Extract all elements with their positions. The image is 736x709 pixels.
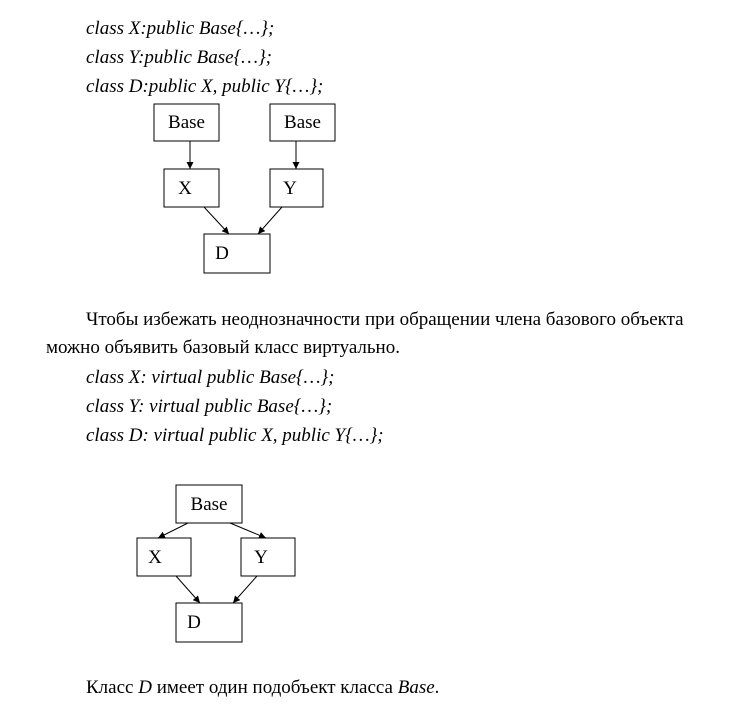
diagram1-edge-x-d: [203, 206, 230, 235]
closing-middle: имеет один подобъект класса: [151, 677, 398, 698]
diagram2-label-base: Base: [191, 494, 228, 515]
diagram2-node-y: Y: [240, 537, 296, 577]
diagram2-label-d: D: [187, 612, 201, 633]
diagram1-label-y: Y: [283, 178, 297, 199]
diagram2-node-x: X: [136, 537, 192, 577]
code2-line-1: class X: virtual public Base{…};: [86, 367, 335, 388]
diagram1-node-base-left: Base: [153, 103, 220, 142]
diagram1-label-d: D: [215, 243, 229, 264]
code-line-1: class X:public Base{…};: [86, 18, 275, 39]
diagram1-node-d: D: [203, 233, 271, 274]
code2-line-3: class D: virtual public X, public Y{…};: [86, 425, 384, 446]
diagram1-label-x: X: [178, 178, 192, 199]
diagram2-edge-base-y: [229, 522, 267, 539]
closing-sentence: Класс D имеет один подобъект класса Base…: [86, 677, 439, 699]
paragraph-line-1: Чтобы избежать неоднозначности при обращ…: [86, 309, 684, 330]
diagram1-label-base-right: Base: [284, 112, 321, 133]
diagram2-edge-base-x: [157, 522, 189, 539]
closing-class-base: Base: [397, 677, 435, 698]
code-line-2: class Y:public Base{…};: [86, 47, 273, 68]
diagram2-label-y: Y: [254, 547, 268, 568]
closing-class-d: D: [138, 677, 152, 698]
diagram2-label-x: X: [148, 547, 162, 568]
diagram2-node-base: Base: [175, 484, 243, 524]
code-line-3: class D:public X, public Y{…};: [86, 76, 324, 97]
diagram1-edge-y-d: [257, 206, 283, 235]
diagram1-label-base-left: Base: [168, 112, 205, 133]
diagram1-node-base-right: Base: [269, 103, 336, 142]
code2-line-2: class Y: virtual public Base{…};: [86, 396, 333, 417]
diagram1-node-x: X: [163, 168, 220, 208]
diagram2-node-d: D: [175, 602, 243, 643]
paragraph-line-2: можно объявить базовый класс виртуально.: [46, 337, 400, 358]
diagram1-node-y: Y: [269, 168, 324, 208]
closing-suffix: .: [434, 677, 440, 698]
diagram2-edge-x-d: [175, 575, 201, 604]
closing-prefix: Класс: [86, 677, 139, 698]
diagram2-edge-y-d: [232, 575, 258, 604]
